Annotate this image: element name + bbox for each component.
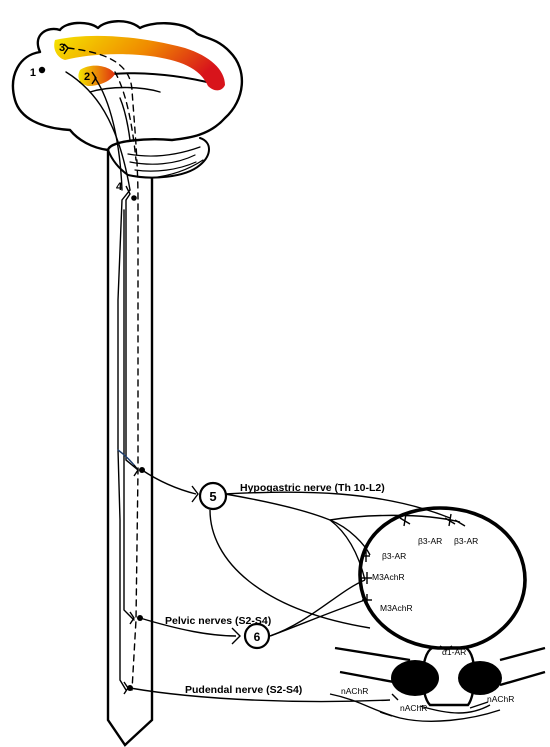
receptor-b3-top-left: β3-AR xyxy=(418,536,442,546)
receptor-m3-lower: M3AchR xyxy=(380,603,413,613)
spinal-cord xyxy=(106,150,154,747)
sphincter-right xyxy=(458,661,502,695)
receptor-b3-side: β3-AR xyxy=(382,551,406,561)
receptor-m3-upper: M3AchR xyxy=(372,572,405,582)
region-4-label: 4 xyxy=(116,181,123,193)
region-3-label: 3 xyxy=(59,42,65,54)
pudendal-nerve-label: Pudendal nerve (S2-S4) xyxy=(185,684,302,696)
receptor-nachr-mid: nAChR xyxy=(400,703,427,713)
sphincter-left xyxy=(391,660,439,696)
descending-pathway-1 xyxy=(65,71,131,191)
receptor-a1: α1-AR xyxy=(442,647,466,657)
brain-outline xyxy=(11,20,243,152)
hypogastric-nerve-label: Hypogastric nerve (Th 10-L2) xyxy=(240,482,385,494)
receptor-nachr-left: nAChR xyxy=(341,686,368,696)
ganglion-6 xyxy=(243,622,271,650)
ganglion-5-label: 5 xyxy=(209,489,216,504)
region-2-label: 2 xyxy=(84,71,90,83)
dashed-pathway xyxy=(67,47,139,691)
bladder xyxy=(358,506,527,650)
descending-pathway-2 xyxy=(94,77,123,191)
cerebellum xyxy=(107,137,210,179)
region-1-dot xyxy=(38,66,46,74)
pelvic-nerves-label: Pelvic nerves (S2-S4) xyxy=(165,615,271,627)
region-1-label: 1 xyxy=(30,67,36,79)
ganglion-6-label: 6 xyxy=(254,630,261,644)
cortex-area-3 xyxy=(54,35,226,91)
receptor-nachr-right: nAChR xyxy=(487,694,514,704)
cortex-area-2 xyxy=(78,65,115,86)
ganglion-5 xyxy=(198,481,228,511)
receptor-b3-top-right: β3-AR xyxy=(454,536,478,546)
